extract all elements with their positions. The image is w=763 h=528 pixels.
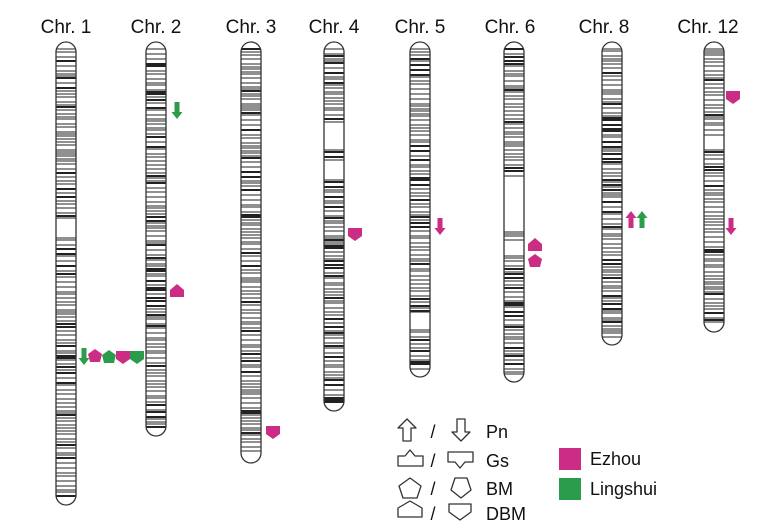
- chromosome-outline: [601, 41, 623, 346]
- marker-pentagon-lingshui-icon: [102, 350, 116, 363]
- chr-8-label: Chr. 8: [579, 17, 630, 38]
- chromosome-1: [55, 41, 77, 506]
- legend-gs-down-icon: [447, 451, 474, 469]
- marker-arrow-up-ezhou-icon: [625, 211, 637, 228]
- chr-5-label: Chr. 5: [395, 17, 446, 38]
- chromosome-2: [145, 41, 167, 437]
- marker-pentagon-ezhou-icon: [528, 254, 542, 267]
- chromosome-outline: [55, 41, 77, 506]
- legend-dbm-separator: /: [430, 504, 435, 524]
- chr-4-label: Chr. 4: [309, 17, 360, 38]
- marker-cup-ezhou-icon: [726, 91, 740, 104]
- chromosome-outline: [703, 41, 725, 333]
- marker-arrow-down-ezhou-icon: [434, 218, 446, 235]
- marker-cup-ezhou-icon: [348, 228, 362, 241]
- chromosome-6: [503, 41, 525, 383]
- chromosome-outline: [409, 41, 431, 378]
- chromosome-body: [146, 42, 166, 436]
- chromosome-5: [409, 41, 431, 378]
- chromosome-8: [703, 41, 725, 333]
- marker-cup-ezhou-icon: [266, 426, 280, 439]
- ezhou-swatch: [559, 448, 581, 470]
- chr-6-label: Chr. 6: [485, 17, 536, 38]
- chromosome-bands: [56, 48, 76, 497]
- legend-gs-label: Gs: [486, 451, 509, 471]
- marker-arrow-down-lingshui-icon: [171, 102, 183, 119]
- legend-bm-label: BM: [486, 479, 513, 499]
- marker-cup-lingshui-icon: [130, 351, 144, 364]
- marker-arrow-down-ezhou-icon: [725, 218, 737, 235]
- legend-pn-separator: /: [430, 422, 435, 442]
- legend-gs-separator: /: [430, 451, 435, 471]
- chr-3-label: Chr. 3: [226, 17, 277, 38]
- legend-dbm-cup-icon: [448, 503, 472, 521]
- legend-dbm-house-icon: [397, 500, 423, 518]
- chromosome-outline: [323, 41, 345, 412]
- chromosome-bands: [241, 48, 261, 452]
- chr-2-label: Chr. 2: [131, 17, 182, 38]
- chromosome-outline: [145, 41, 167, 437]
- chromosome-outline: [240, 41, 262, 464]
- chromosome-bands: [504, 48, 524, 375]
- chromosome-body: [504, 42, 524, 382]
- legend-pn-up-arrow-icon: [397, 418, 417, 442]
- lingshui-swatch: [559, 478, 581, 500]
- chromosome-bands: [324, 48, 344, 403]
- legend-bm-pentagon-icon: [398, 477, 422, 499]
- legend: / / / / Pn Gs BM DBM Ezhou Lingshui: [397, 418, 657, 524]
- chr-12-label: Chr. 12: [677, 17, 738, 38]
- legend-bm-separator: /: [430, 479, 435, 499]
- legend-gs-up-icon: [397, 449, 424, 467]
- chromosome-bands: [602, 48, 622, 338]
- chr-1-label: Chr. 1: [41, 17, 92, 38]
- chromosome-bands: [146, 48, 166, 428]
- ezhou-label: Ezhou: [590, 449, 641, 469]
- legend-pn-down-arrow-icon: [451, 418, 471, 442]
- marker-cup-ezhou-icon: [116, 351, 130, 364]
- marker-arrow-up-lingshui-icon: [636, 211, 648, 228]
- chromosome-bands: [704, 48, 724, 323]
- chromosome-4: [323, 41, 345, 412]
- chromosome-7: [601, 41, 623, 346]
- marker-house-ezhou-icon: [528, 238, 542, 251]
- marker-arrow-down-lingshui-icon: [78, 348, 90, 365]
- legend-pn-label: Pn: [486, 422, 508, 442]
- chromosome-body: [410, 42, 430, 377]
- marker-pentagon-ezhou-icon: [88, 349, 102, 362]
- legend-bm-inverted-pentagon-icon: [450, 477, 472, 499]
- legend-dbm-label: DBM: [486, 504, 526, 524]
- marker-house-ezhou-icon: [170, 284, 184, 297]
- chromosome-bands: [410, 48, 430, 370]
- chromosome-3: [240, 41, 262, 464]
- lingshui-label: Lingshui: [590, 479, 657, 499]
- chromosome-outline: [503, 41, 525, 383]
